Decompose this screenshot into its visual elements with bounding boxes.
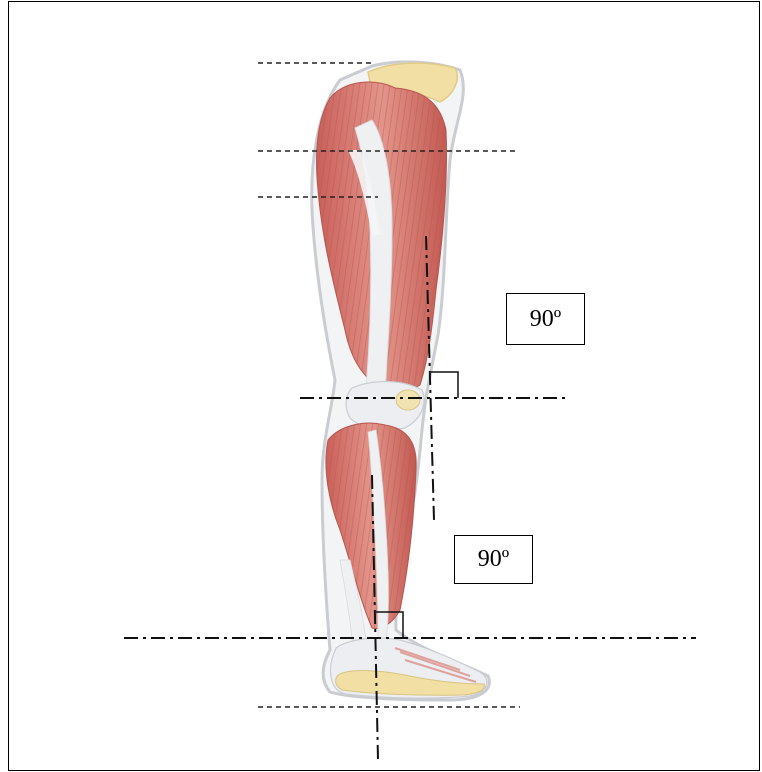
knee-angle-label: 90º: [506, 293, 585, 345]
knee-right-angle: [431, 372, 458, 398]
ankle-angle-label: 90º: [454, 535, 533, 584]
leg-illustration: [312, 62, 490, 700]
patella: [396, 390, 420, 410]
